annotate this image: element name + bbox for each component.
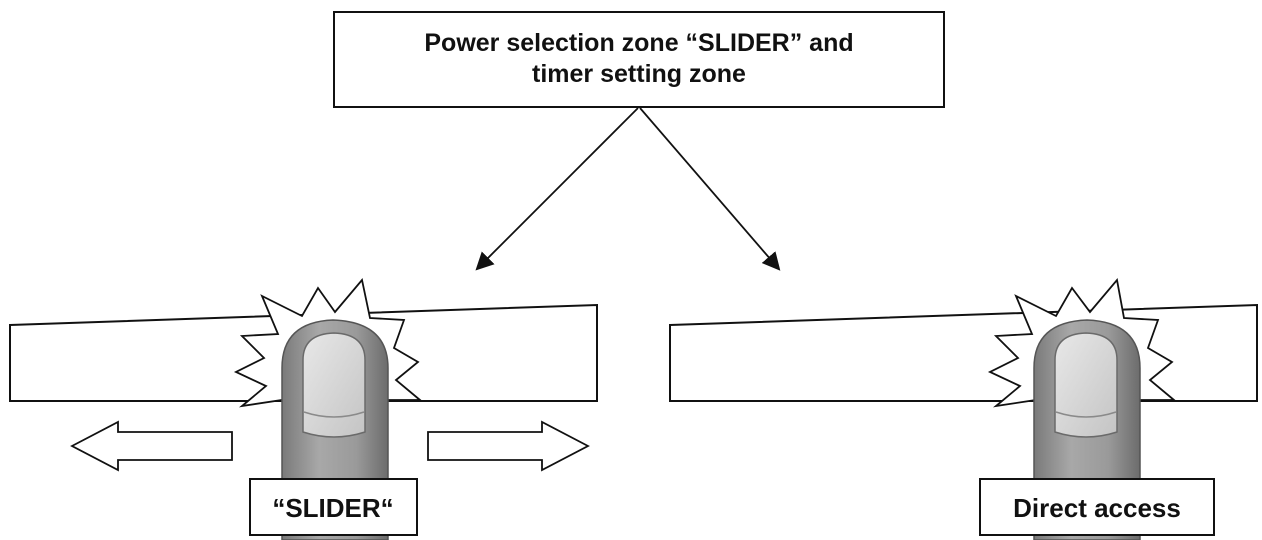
- slider-label: “SLIDER“: [272, 493, 393, 523]
- pointer-arrow-left: [475, 107, 639, 271]
- direct-access-panel: Direct access: [669, 277, 1258, 540]
- slide-left-arrow-icon: [70, 420, 233, 472]
- pointer-arrow-right: [639, 107, 781, 271]
- title-box: Power selection zone “SLIDER” and timer …: [333, 11, 945, 108]
- direct-access-label: Direct access: [1013, 493, 1181, 523]
- title-line-2: timer setting zone: [532, 60, 746, 88]
- title-line-1: Power selection zone “SLIDER” and: [424, 29, 853, 57]
- control-strip-right: [669, 303, 1258, 402]
- direct-access-label-box: Direct access: [979, 478, 1215, 536]
- slider-panel: “SLIDER“: [9, 278, 598, 540]
- slider-label-box: “SLIDER“: [249, 478, 418, 536]
- slide-right-arrow-icon: [427, 420, 590, 472]
